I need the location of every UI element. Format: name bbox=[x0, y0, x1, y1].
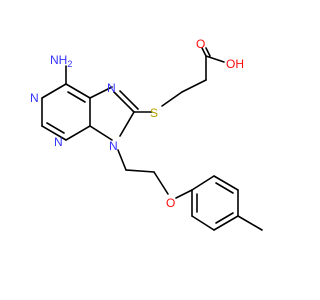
bond bbox=[205, 55, 225, 63]
atom-o-ether: O bbox=[166, 196, 175, 210]
bond bbox=[191, 175, 215, 191]
bond bbox=[46, 122, 65, 134]
atom-label-layer: NH2 N N N N S O OH O bbox=[30, 37, 244, 210]
bond bbox=[89, 86, 113, 99]
bond bbox=[191, 215, 215, 231]
bond bbox=[41, 125, 67, 141]
bond bbox=[67, 91, 86, 103]
bond bbox=[113, 91, 135, 113]
atom-n9: N bbox=[109, 139, 118, 153]
bond bbox=[125, 169, 155, 173]
bond bbox=[213, 215, 239, 231]
bond bbox=[201, 47, 207, 57]
bond bbox=[65, 125, 91, 141]
bond-layer bbox=[41, 47, 263, 231]
bond bbox=[119, 111, 135, 137]
bond bbox=[175, 189, 193, 199]
bond bbox=[161, 91, 183, 107]
bond bbox=[215, 182, 234, 194]
molecule-drawing: NH2 N N N N S O OH O bbox=[30, 37, 263, 231]
atom-s: S bbox=[150, 106, 158, 120]
atom-oh: OH bbox=[226, 57, 244, 71]
atom-n1: N bbox=[30, 91, 39, 105]
atom-n7: N bbox=[107, 81, 116, 95]
bond bbox=[41, 83, 67, 99]
atom-o-carbonyl: O bbox=[196, 37, 205, 51]
bond bbox=[65, 83, 91, 99]
bond bbox=[181, 79, 207, 93]
bond bbox=[119, 90, 139, 110]
atom-n3: N bbox=[54, 135, 63, 149]
bond bbox=[237, 215, 263, 231]
structure-canvas: NH2 N N N N S O OH O bbox=[30, 37, 263, 231]
bond bbox=[117, 149, 127, 171]
bond bbox=[153, 171, 169, 195]
bond bbox=[213, 175, 239, 191]
bond bbox=[215, 212, 234, 224]
bond bbox=[89, 125, 113, 141]
atom-nh2: NH2 bbox=[50, 53, 72, 69]
bond bbox=[205, 47, 211, 57]
